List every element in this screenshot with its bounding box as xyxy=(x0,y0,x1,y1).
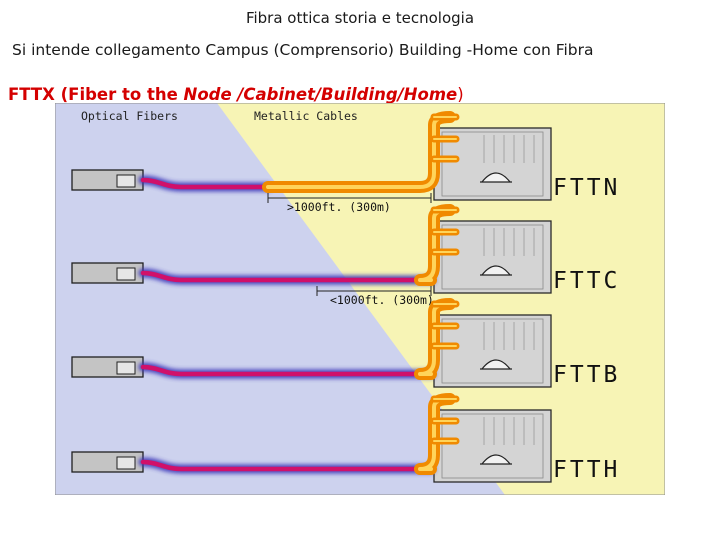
phone-device xyxy=(481,359,511,370)
heading-lead: FTTX (Fiber to the xyxy=(8,85,184,104)
page-title: Fibra ottica storia e tecnologia xyxy=(245,9,475,27)
heading-italic: Node /Cabinet/Building/Home xyxy=(183,85,458,104)
section-heading: FTTX (Fiber to the Node /Cabinet/Buildin… xyxy=(8,85,464,104)
fttx-row-fttn: FTTN >1000ft. (300m) xyxy=(71,111,620,214)
phone-device xyxy=(481,172,511,183)
distance-label: <1000ft. (300m) xyxy=(330,293,434,307)
cabinet-inner-frame xyxy=(441,131,544,197)
terminal-port xyxy=(116,456,136,470)
fttx-type-label: FTTH xyxy=(553,457,620,483)
cabinet-inner-frame xyxy=(441,224,544,290)
fiber-cable xyxy=(140,459,434,472)
fttx-type-label: FTTB xyxy=(553,362,620,388)
page-subtitle: Si intende collegamento Campus (Comprens… xyxy=(12,41,594,59)
fttx-row-fttb: FTTB xyxy=(71,298,620,388)
terminal-port xyxy=(116,174,136,188)
heading-tail: ) xyxy=(457,85,464,104)
fttx-row-ftth: FTTH xyxy=(71,393,620,483)
fiber-cable xyxy=(140,177,271,190)
distance-label: >1000ft. (300m) xyxy=(287,200,391,214)
fttx-type-label: FTTC xyxy=(553,268,620,294)
fiber-cable xyxy=(140,364,434,377)
terminal-port xyxy=(116,361,136,375)
fiber-zone xyxy=(55,103,505,495)
optical-fibers-label: Optical Fibers xyxy=(81,109,178,123)
cabinet-inner-frame xyxy=(441,413,544,479)
fiber-cable xyxy=(140,270,434,283)
fttx-row-fttc: FTTC <1000ft. (300m) xyxy=(71,204,620,307)
fttx-type-label: FTTN xyxy=(553,175,620,201)
cabinet-inner-frame xyxy=(441,318,544,384)
fttx-diagram: Optical Fibers Metallic Cables FTTN >1000… xyxy=(55,103,665,495)
phone-device xyxy=(481,454,511,465)
phone-device xyxy=(481,265,511,276)
terminal-port xyxy=(116,267,136,281)
metallic-cables-label: Metallic Cables xyxy=(254,109,358,123)
